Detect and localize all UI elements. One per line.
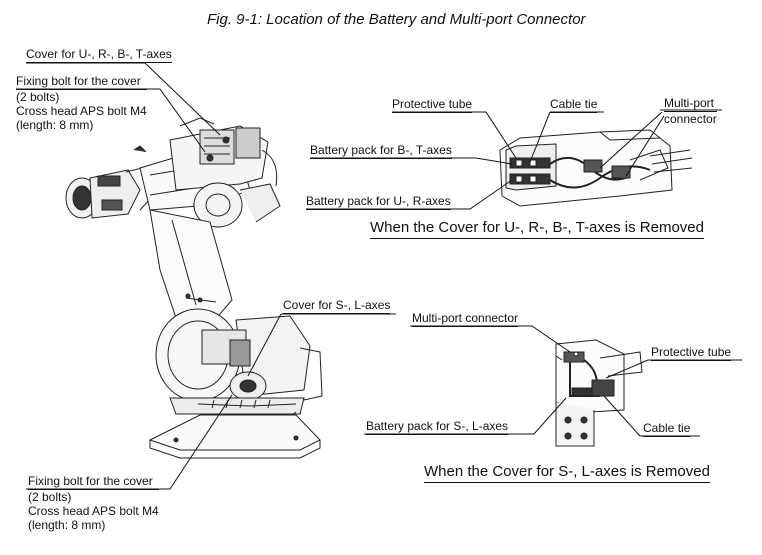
label-battery-sl-axes: Battery pack for S-, L-axes bbox=[366, 419, 509, 435]
label-upper-multiport-line1: Multi-port bbox=[664, 96, 717, 112]
label-cover-ubt-axes: Cover for U-, R-, B-, T-axes bbox=[26, 47, 172, 63]
lower-detail-illustration bbox=[555, 339, 643, 447]
label-cover-sl-axes: Cover for S-, L-axes bbox=[283, 298, 391, 314]
robot-lower-arm bbox=[149, 209, 233, 331]
label-fixing-bolt-top-line3: Cross head APS bolt M4 bbox=[16, 104, 147, 118]
caption-lower-detail: When the Cover for S-, L-axes is Removed bbox=[424, 463, 710, 483]
label-fixing-bolt-top-line2: (2 bolts) bbox=[16, 90, 60, 104]
label-fixing-bolt-top-line1: Fixing bolt for the cover bbox=[16, 74, 147, 90]
label-upper-multiport: Multi-port connector bbox=[664, 96, 717, 126]
label-fixing-bolt-top-line4: (length: 8 mm) bbox=[16, 118, 94, 132]
label-upper-protective-tube: Protective tube bbox=[392, 97, 473, 113]
upper-detail-illustration bbox=[499, 129, 693, 207]
label-lower-protective-tube: Protective tube bbox=[651, 345, 732, 361]
label-upper-multiport-line2: connector bbox=[664, 112, 717, 126]
label-fixing-bolt-bottom-line3: Cross head APS bolt M4 bbox=[28, 504, 159, 518]
label-upper-cable-tie: Cable tie bbox=[550, 97, 598, 113]
caption-upper-detail: When the Cover for U-, R-, B-, T-axes is… bbox=[370, 219, 704, 239]
label-lower-multiport: Multi-port connector bbox=[412, 311, 519, 327]
label-fixing-bolt-top: Fixing bolt for the cover (2 bolts) Cros… bbox=[16, 74, 147, 132]
robot-wrist bbox=[65, 165, 159, 219]
label-fixing-bolt-bottom-line2: (2 bolts) bbox=[28, 490, 72, 504]
robot-illustration bbox=[65, 117, 323, 459]
robot-elbow bbox=[193, 149, 281, 228]
label-lower-cable-tie: Cable tie bbox=[643, 421, 691, 437]
label-fixing-bolt-bottom-line4: (length: 8 mm) bbox=[28, 518, 106, 532]
label-fixing-bolt-bottom: Fixing bolt for the cover (2 bolts) Cros… bbox=[28, 474, 159, 532]
label-battery-ur-axes: Battery pack for U-, R-axes bbox=[306, 194, 451, 210]
figure-title: Fig. 9-1: Location of the Battery and Mu… bbox=[207, 11, 586, 28]
robot-base bbox=[148, 308, 323, 459]
label-battery-bt-axes: Battery pack for B-, T-axes bbox=[310, 143, 452, 159]
label-fixing-bolt-bottom-line1: Fixing bolt for the cover bbox=[28, 474, 159, 490]
